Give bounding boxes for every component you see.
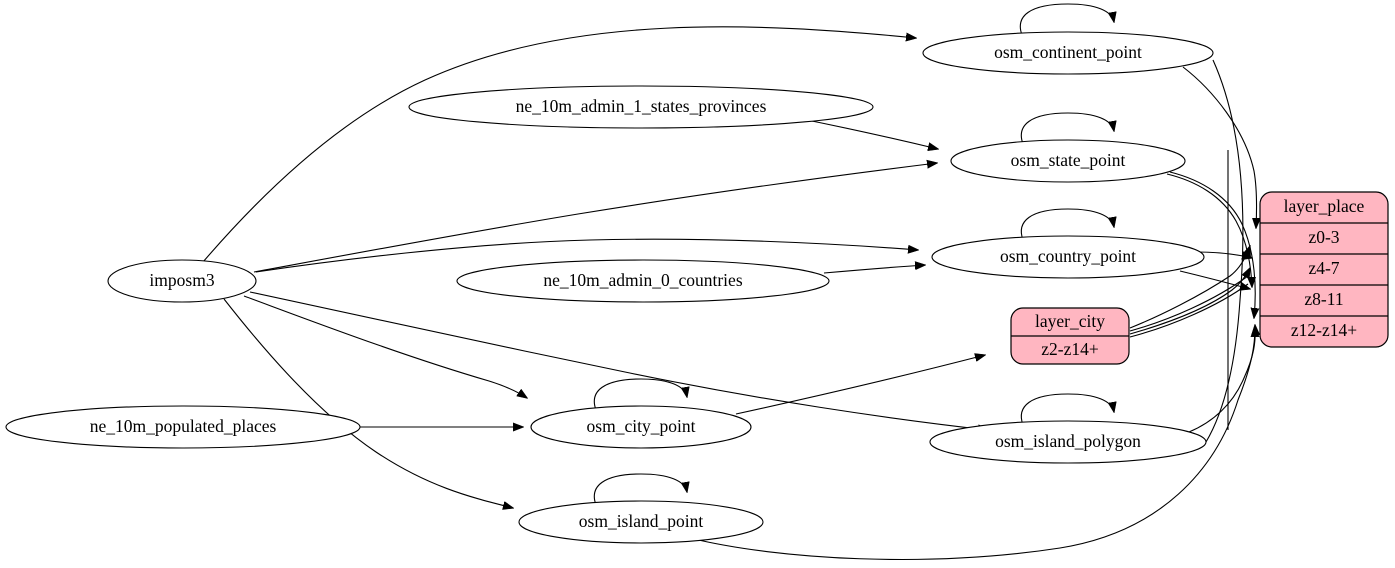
layer-place-row-z0-3[interactable]: z0-3 (1308, 227, 1339, 247)
edge-layer-city-to-layer-place-z4-7 (1129, 268, 1250, 335)
node-osm-island-point-label: osm_island_point (579, 511, 704, 531)
edge-osm-city-point-to-layer-city (735, 355, 985, 415)
edge-osm-country-point-to-layer-place-z4-7 (1195, 252, 1252, 258)
edge-imposm3-to-osm-country-point (255, 238, 918, 273)
edge-self-loop-osm-state-point (1020, 112, 1114, 145)
edge-self-loop-osm-island-polygon (1020, 393, 1114, 426)
node-ne-10m-admin-1-states-provinces[interactable]: ne_10m_admin_1_states_provinces (408, 85, 874, 129)
edge-imposm3-to-osm-island-point (223, 298, 513, 508)
node-osm-continent-point-label: osm_continent_point (994, 42, 1142, 62)
edge-layer-city-bundle-b (1129, 283, 1249, 338)
layer-place-row-z8-11[interactable]: z8-11 (1304, 289, 1343, 309)
edges-layer (202, 3, 1257, 561)
edge-self-loop-osm-city-point (593, 378, 687, 411)
layer-place-row-z4-7[interactable]: z4-7 (1308, 258, 1339, 278)
edge-ne-countries-to-osm-country-point (823, 265, 925, 274)
node-osm-island-point[interactable]: osm_island_point (518, 500, 764, 544)
edge-osm-state-point-to-layer-place-z8-11 (1166, 173, 1252, 287)
node-imposm3[interactable]: imposm3 (107, 259, 257, 303)
node-ne-10m-admin-0-countries[interactable]: ne_10m_admin_0_countries (456, 259, 830, 303)
node-ne-places-label: ne_10m_populated_places (90, 416, 277, 436)
node-imposm3-label: imposm3 (149, 270, 214, 290)
node-osm-island-polygon[interactable]: osm_island_polygon (929, 420, 1207, 464)
node-osm-city-point-label: osm_city_point (587, 416, 696, 436)
node-osm-state-point-label: osm_state_point (1011, 150, 1126, 170)
node-osm-city-point[interactable]: osm_city_point (530, 405, 752, 449)
edge-osm-state-point-to-layer-place-z12-z14 (1169, 171, 1255, 318)
layer-city-title: layer_city (1035, 311, 1105, 331)
edge-imposm3-to-osm-state-point (253, 163, 937, 273)
edge-self-loop-osm-island-point (593, 473, 687, 506)
edge-self-loop-osm-continent-point (1019, 3, 1114, 36)
node-osm-island-polygon-label: osm_island_polygon (995, 431, 1141, 451)
edge-imposm3-to-osm-continent-point (202, 26, 916, 263)
layer-place-box[interactable] (1259, 191, 1389, 348)
node-ne-countries-label: ne_10m_admin_0_countries (543, 270, 742, 290)
edge-osm-country-point-to-layer-place-z8-11b (1179, 270, 1250, 289)
record-node-layer-place[interactable]: layer_place z0-3 z4-7 z8-11 z12-z14+ (1259, 191, 1389, 348)
node-osm-country-point[interactable]: osm_country_point (931, 235, 1205, 279)
layer-place-title: layer_place (1284, 196, 1365, 216)
edge-osm-continent-point-to-layer-place-z0-3 (1182, 66, 1257, 228)
edge-imposm3-to-osm-city-point (243, 295, 527, 398)
record-node-layer-city[interactable]: layer_city z2-z14+ (1010, 307, 1130, 365)
edge-osm-island-point-to-layer-place-z12-z14 (689, 327, 1255, 561)
edge-ne-states-to-osm-state-point (801, 118, 938, 149)
layer-city-row-z2-z14[interactable]: z2-z14+ (1041, 339, 1099, 359)
edge-layer-city-to-layer-place-z0-3 (1129, 246, 1250, 329)
node-osm-country-point-label: osm_country_point (1000, 246, 1136, 266)
edge-imposm3-to-osm-island-polygon (249, 291, 988, 430)
nodes-layer: imposm3 ne_10m_admin_1_states_provinces … (5, 31, 1214, 544)
layer-place-row-z12-z14[interactable]: z12-z14+ (1291, 320, 1357, 340)
node-ne-states-label: ne_10m_admin_1_states_provinces (516, 96, 767, 116)
node-osm-state-point[interactable]: osm_state_point (950, 139, 1186, 183)
edge-routing-spline-2 (1205, 59, 1244, 443)
node-osm-continent-point[interactable]: osm_continent_point (922, 31, 1214, 75)
node-ne-10m-populated-places[interactable]: ne_10m_populated_places (5, 405, 361, 449)
edge-self-loop-osm-country-point (1020, 208, 1114, 241)
edge-layer-city-bundle-a (1129, 275, 1249, 332)
